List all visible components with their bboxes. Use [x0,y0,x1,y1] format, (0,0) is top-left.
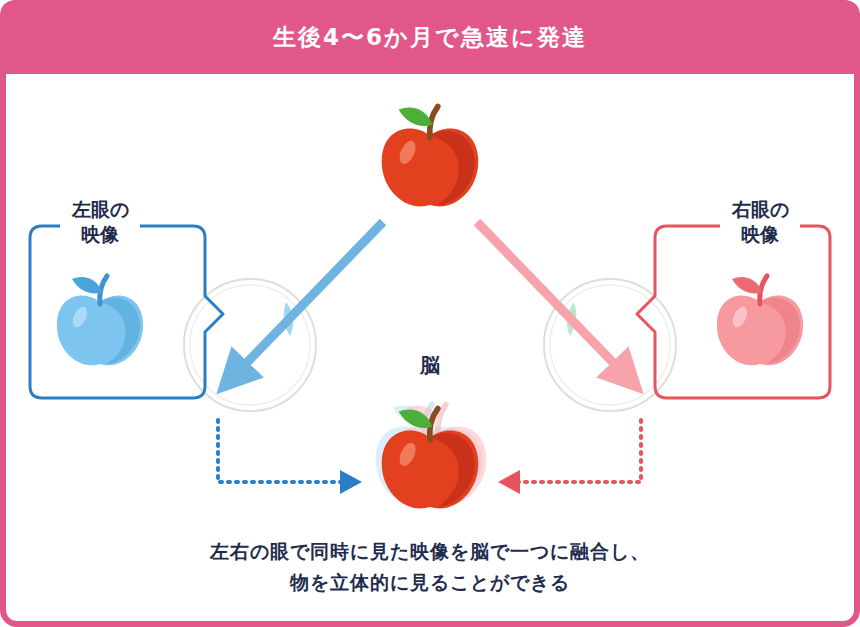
callout-heading: 左眼の 映像 [60,197,140,247]
organ-label: 脳 [420,352,440,379]
callout-box: 右眼の 映像 [635,196,840,410]
callout-heading: 右眼の 映像 [720,197,800,247]
callout-box: 左眼の 映像 [20,196,225,410]
callout-border [637,226,830,398]
title-text: 生後4〜6か月で急速に発達 [0,0,860,74]
callout-border [30,226,223,398]
caption-text: 左右の眼で同時に見た映像を脳で一つに融合し、物を立体的に見ることができる [205,536,655,598]
